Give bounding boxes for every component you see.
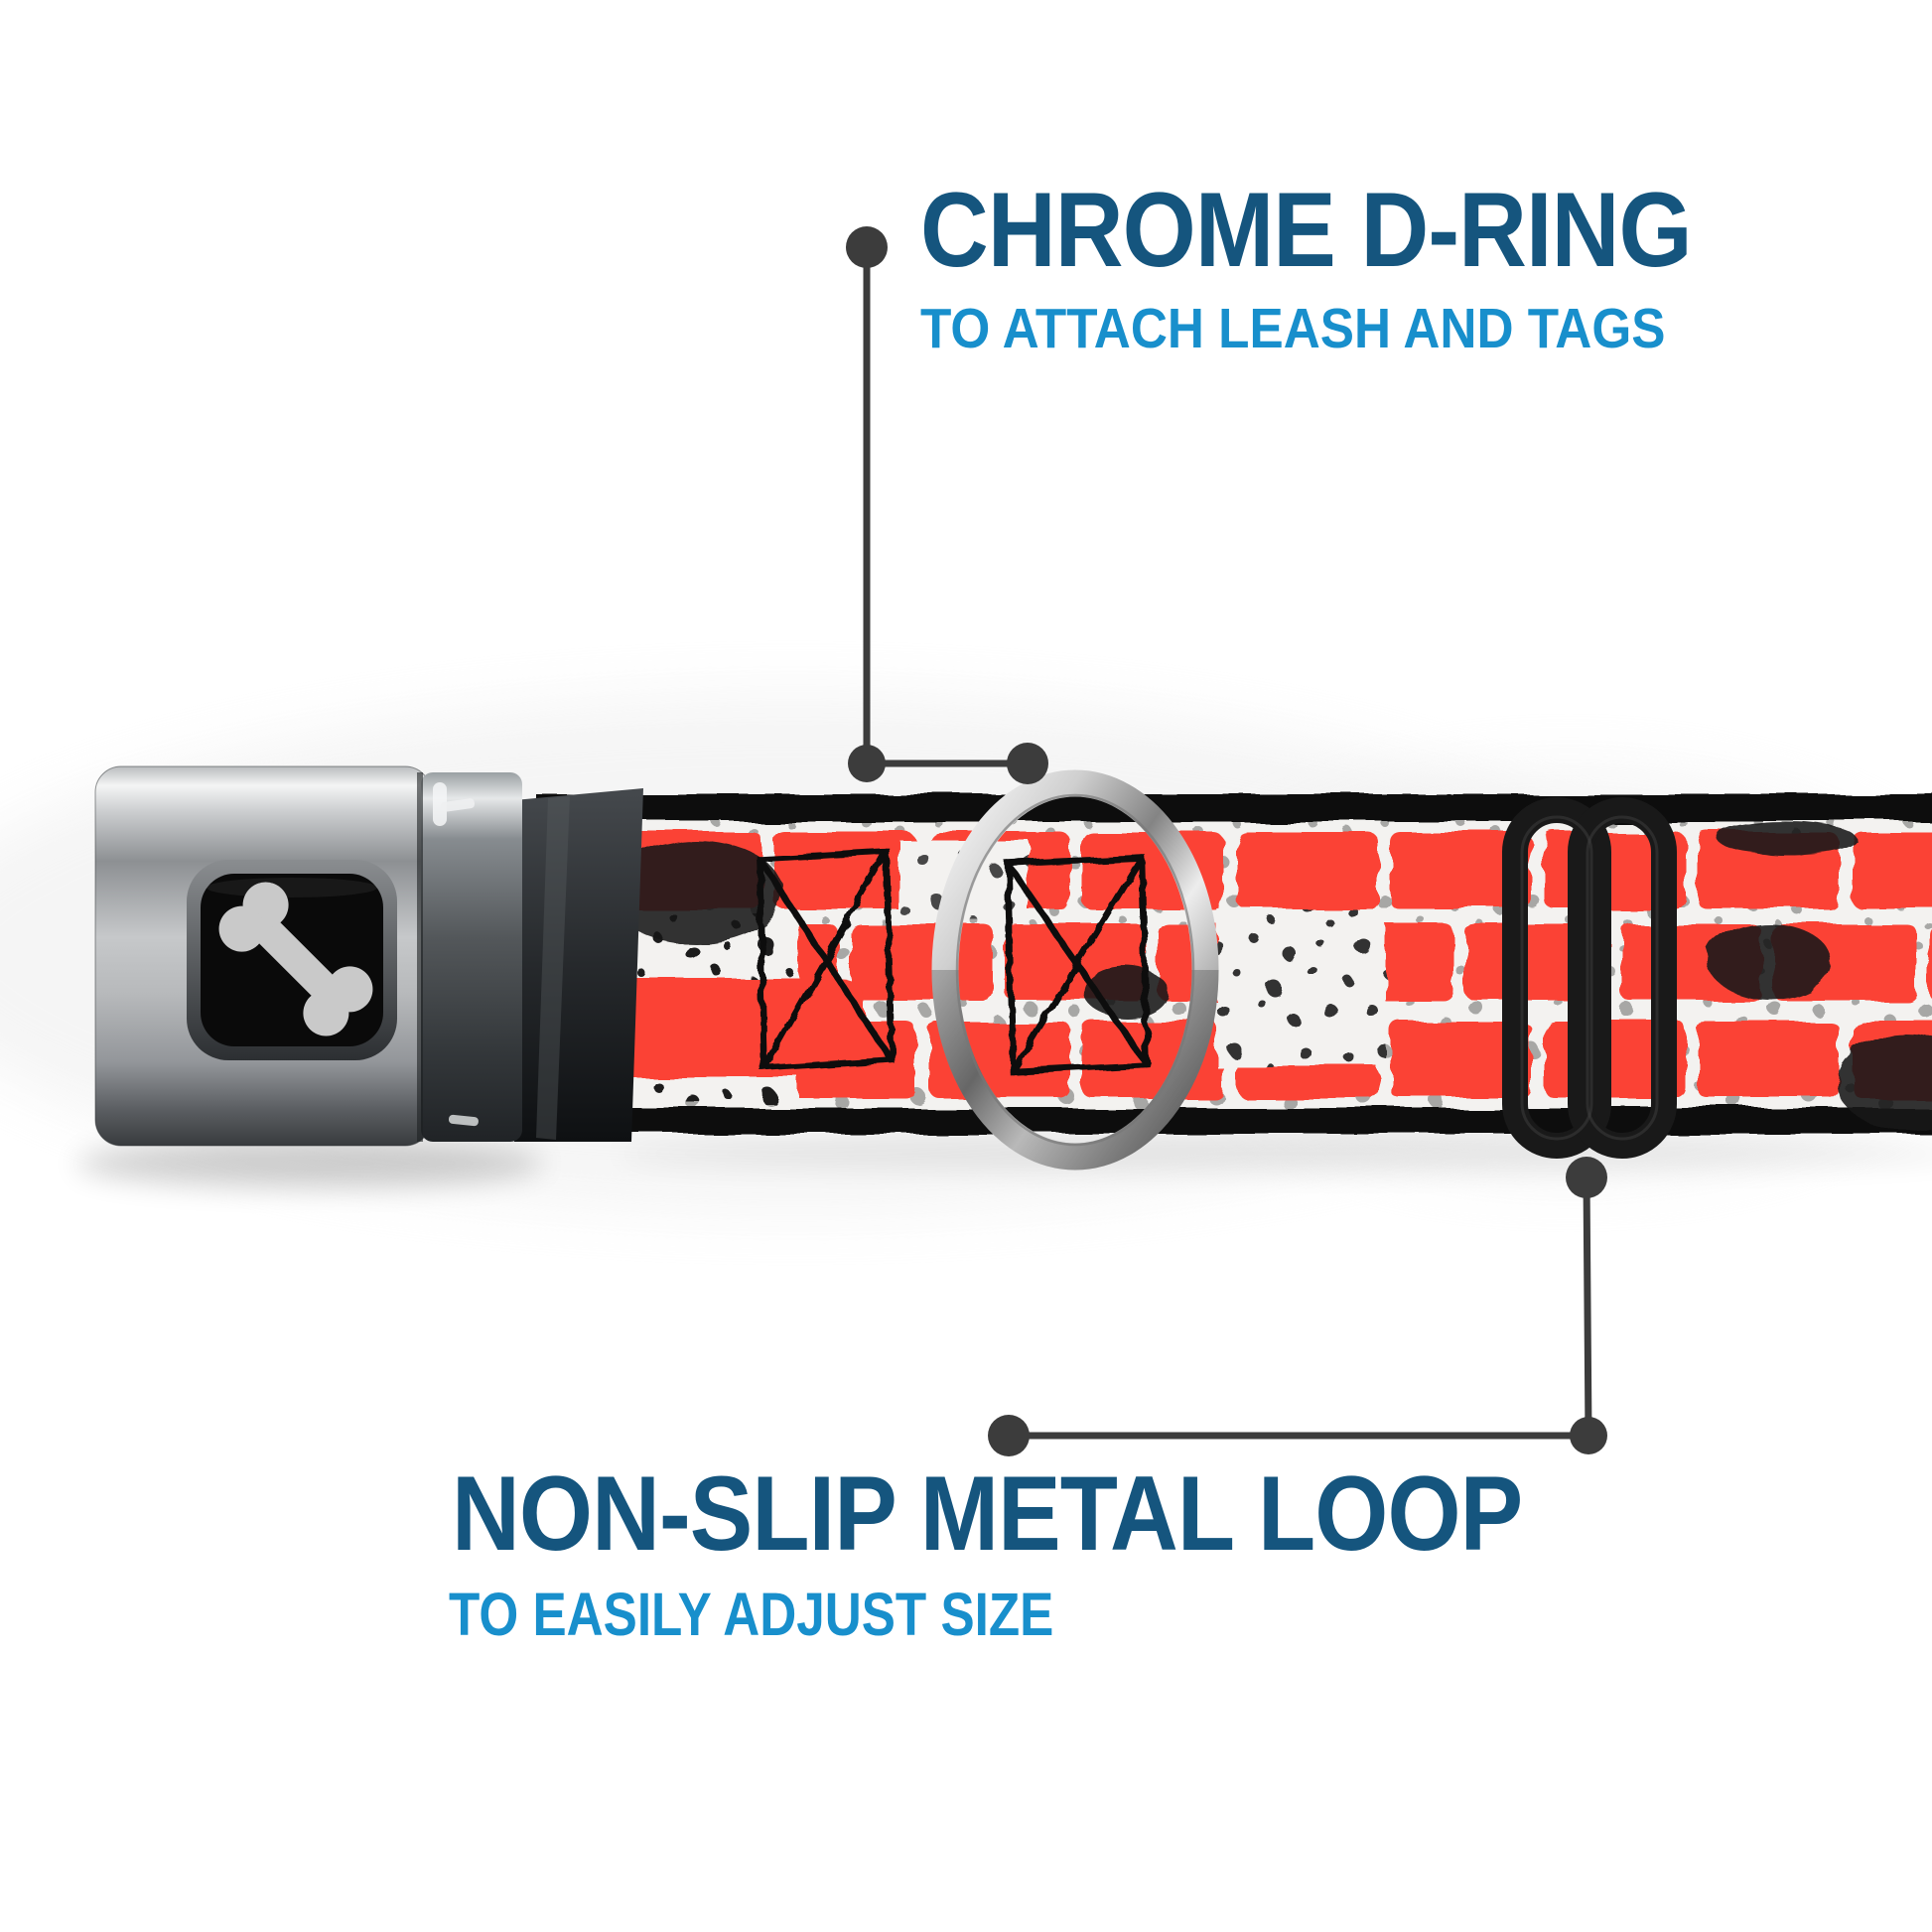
collar-band bbox=[536, 794, 1932, 1134]
top-callout-subheading: TO ATTACH LEASH AND TAGS bbox=[920, 297, 1666, 360]
callout-dot bbox=[846, 226, 888, 268]
brick-fragment bbox=[566, 978, 864, 1077]
webbing-wedge bbox=[514, 788, 643, 1142]
chrome-d-ring bbox=[931, 769, 1219, 1171]
stitch-box bbox=[756, 848, 1151, 1075]
callout-dot bbox=[988, 1415, 1030, 1456]
seatbelt-buckle bbox=[94, 765, 522, 1147]
callout-dot bbox=[1570, 1417, 1607, 1454]
callout-dot bbox=[848, 745, 886, 782]
callout-dots-bottom bbox=[988, 1157, 1607, 1456]
buckle-end-cap bbox=[417, 772, 522, 1142]
callout-dots-top bbox=[846, 226, 1048, 784]
callout-dot bbox=[1007, 743, 1048, 784]
bottom-callout-subheading: TO EASILY ADJUST SIZE bbox=[449, 1581, 1054, 1648]
bone-icon bbox=[218, 882, 373, 1036]
top-callout-heading: CHROME D-RING bbox=[920, 170, 1693, 289]
callout-line-bottom bbox=[1005, 1173, 1592, 1440]
bottom-callout-heading: NON-SLIP METAL LOOP bbox=[452, 1453, 1523, 1573]
metal-slider-loop bbox=[1502, 797, 1677, 1159]
callout-dot bbox=[1566, 1157, 1607, 1198]
